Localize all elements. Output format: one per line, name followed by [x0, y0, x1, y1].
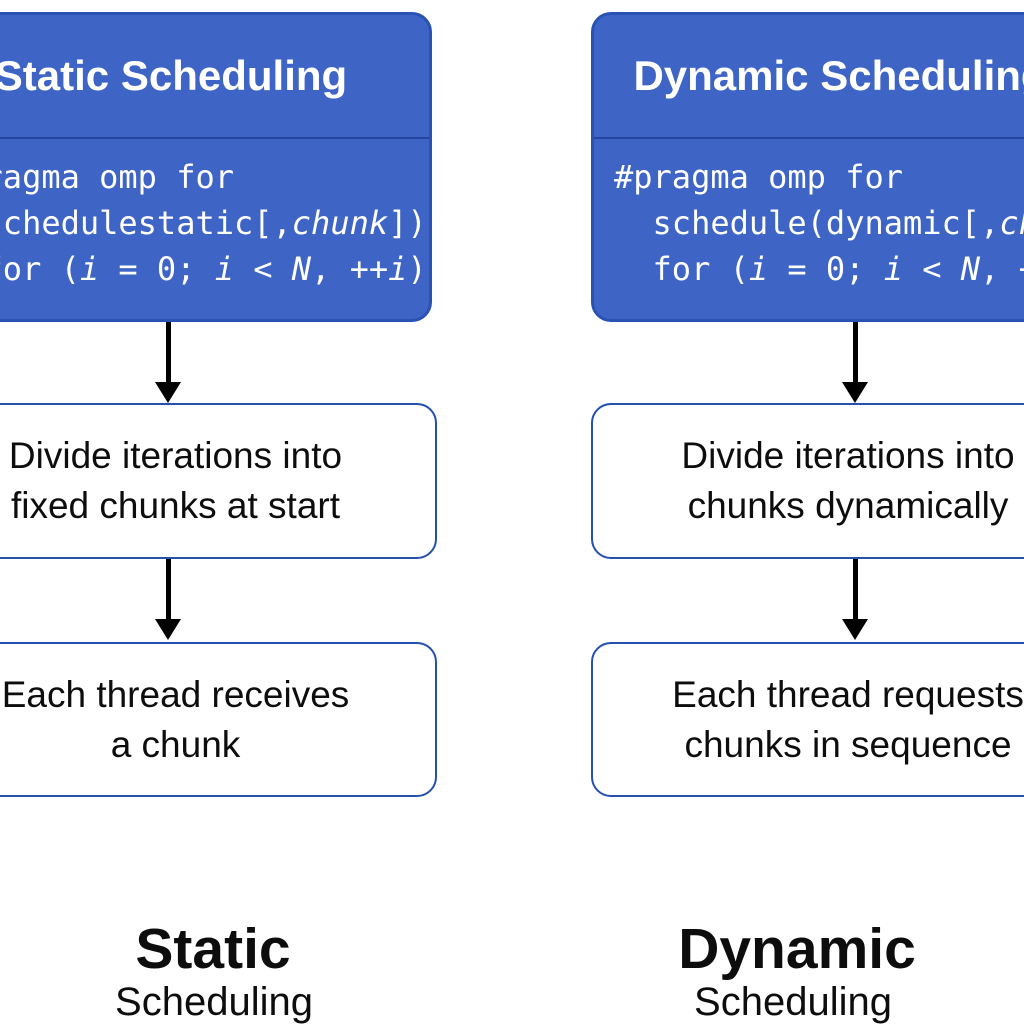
static-step-1-text: Divide iterations into fixed chunks at s… — [9, 431, 342, 531]
dynamic-code-block: #pragma omp for schedule(dynamic[,chunk]… — [594, 139, 1024, 292]
down-arrow — [842, 559, 868, 640]
dynamic-step-1-text: Divide iterations into chunks dynamicall… — [681, 431, 1014, 531]
code-line: schedule(dynamic[,chunk]) — [614, 204, 1024, 242]
down-arrow — [155, 322, 181, 403]
code-line: #pragma omp for — [0, 158, 234, 196]
dynamic-header: Dynamic Scheduling — [594, 15, 1024, 139]
step-line: chunks dynamically — [687, 485, 1009, 526]
static-code-block: #pragma omp for schedulestatic[,chunk]) … — [0, 139, 429, 292]
dynamic-step-2-text: Each thread requests chunks in sequence — [672, 670, 1024, 770]
static-step-2-box: Each thread receives a chunk — [0, 642, 437, 797]
step-line: Each thread requests — [672, 673, 1024, 715]
code-line: schedulestatic[,chunk]) — [0, 204, 427, 242]
static-title: Static Scheduling — [0, 52, 348, 99]
step-line: Each thread receives — [1, 673, 350, 715]
step-line: a chunk — [110, 723, 241, 765]
step-line: chunks in sequence — [684, 723, 1012, 765]
code-line: #pragma omp for — [614, 158, 903, 196]
step-line: Divide iterations into — [681, 435, 1015, 476]
step-line: fixed chunks at start — [10, 485, 341, 526]
dynamic-step-1-box: Divide iterations into chunks dynamicall… — [591, 403, 1024, 559]
down-arrow — [155, 559, 181, 640]
dynamic-step-2-box: Each thread requests chunks in sequence — [591, 642, 1024, 797]
static-caption-main: Static — [135, 917, 291, 981]
static-caption-sub: Scheduling — [115, 980, 313, 1024]
step-line: Divide iterations into — [8, 435, 343, 476]
down-arrow-head — [842, 619, 868, 640]
down-arrow-shaft — [165, 322, 171, 383]
down-arrow-head — [842, 382, 868, 403]
down-arrow — [842, 322, 868, 403]
dynamic-scheduling-box: Dynamic Scheduling #pragma omp for sched… — [591, 12, 1024, 322]
dynamic-title: Dynamic Scheduling — [633, 52, 1024, 99]
static-header: Static Scheduling — [0, 15, 429, 139]
down-arrow-head — [155, 382, 181, 403]
code-line: for (i = 0; i < N, ++i) — [614, 250, 1024, 288]
dynamic-caption-sub: Scheduling — [694, 980, 892, 1024]
static-scheduling-box: Static Scheduling #pragma omp for schedu… — [0, 12, 432, 322]
code-line: for (i = 0; i < N, ++i) — [0, 250, 427, 288]
down-arrow-shaft — [852, 322, 858, 383]
static-step-1-box: Divide iterations into fixed chunks at s… — [0, 403, 437, 559]
dynamic-caption-main: Dynamic — [678, 917, 916, 981]
down-arrow-shaft — [852, 559, 858, 620]
static-step-2-text: Each thread receives a chunk — [2, 670, 350, 770]
down-arrow-head — [155, 619, 181, 640]
down-arrow-shaft — [165, 559, 171, 620]
